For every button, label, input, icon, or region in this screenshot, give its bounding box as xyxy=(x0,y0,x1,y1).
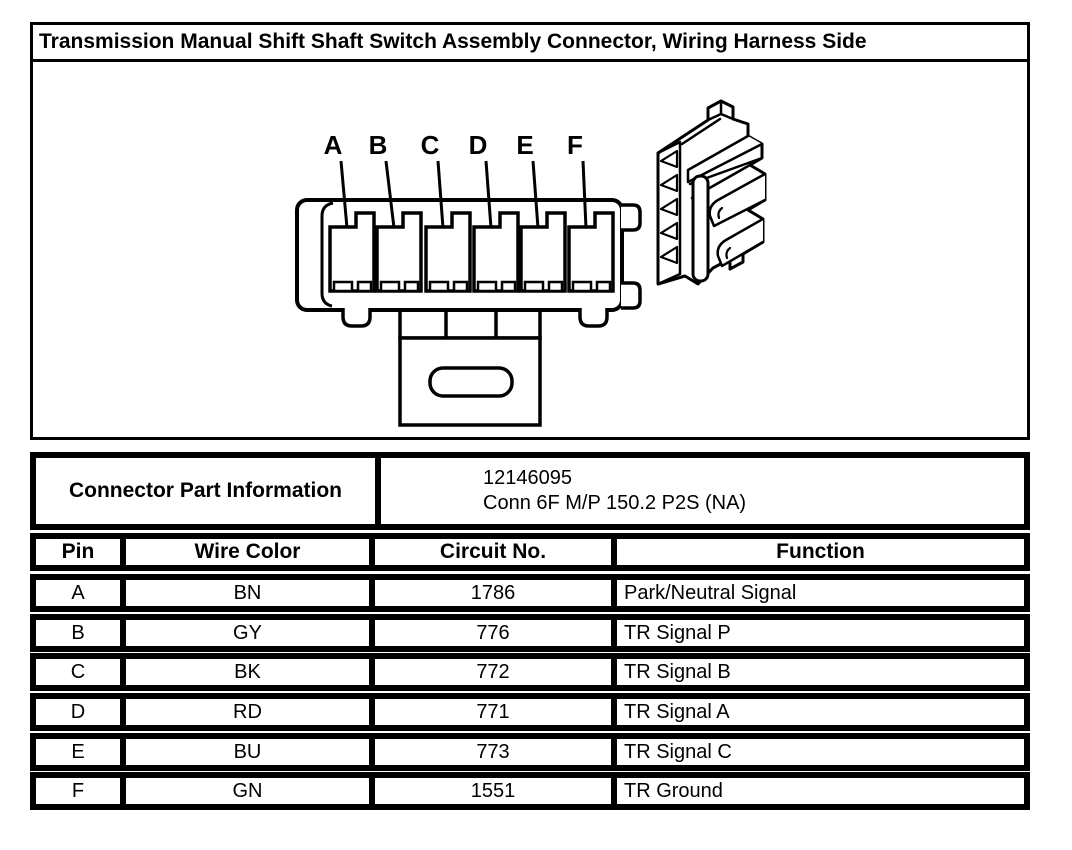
wire-color-cell: BU xyxy=(126,739,375,765)
right-tab-upper xyxy=(621,203,642,232)
table-row-b: B GY 776 TR Signal P xyxy=(30,614,1030,652)
function-cell: TR Signal B xyxy=(624,661,731,683)
connector-inner-wall xyxy=(320,201,334,308)
part-number: 12146095 xyxy=(483,467,572,489)
header-pin: Pin xyxy=(36,539,126,565)
part-info-value: 12146095 Conn 6F M/P 150.2 P2S (NA) xyxy=(381,458,1024,524)
bottom-tab-left xyxy=(341,308,372,328)
header-function: Function xyxy=(776,540,865,563)
pin-label-b: B xyxy=(369,130,388,160)
wire-color-cell: RD xyxy=(126,699,375,725)
circuit-no-cell: 1786 xyxy=(375,580,617,606)
page-title: Transmission Manual Shift Shaft Switch A… xyxy=(30,22,1030,62)
pin-cavity-a xyxy=(328,211,376,293)
part-info-row: Connector Part Information 12146095 Conn… xyxy=(30,452,1030,530)
table-row-d: D RD 771 TR Signal A xyxy=(30,693,1030,731)
function-cell: Park/Neutral Signal xyxy=(624,582,797,604)
bottom-tab-right xyxy=(578,308,609,328)
pin-cell: F xyxy=(36,778,126,804)
latch-slot xyxy=(428,366,514,398)
circuit-no-cell: 773 xyxy=(375,739,617,765)
wire-color-cell: GY xyxy=(126,620,375,646)
pin-label-e: E xyxy=(516,130,533,160)
header-wire-color: Wire Color xyxy=(126,539,375,565)
function-cell: TR Signal A xyxy=(624,701,730,723)
wire-color-cell: BK xyxy=(126,659,375,685)
pin-cell: A xyxy=(36,580,126,606)
right-tab-lower xyxy=(621,281,642,310)
circuit-no-cell: 1551 xyxy=(375,778,617,804)
wire-color-cell: GN xyxy=(126,778,375,804)
circuit-no-cell: 771 xyxy=(375,699,617,725)
connector-isometric-view xyxy=(656,99,767,286)
header-circuit-no: Circuit No. xyxy=(375,539,617,565)
table-row-a: A BN 1786 Park/Neutral Signal xyxy=(30,574,1030,612)
table-header-row: Pin Wire Color Circuit No. Function xyxy=(30,533,1030,571)
pin-label-a: A xyxy=(324,130,343,160)
circuit-no-cell: 772 xyxy=(375,659,617,685)
function-cell: TR Signal P xyxy=(624,622,731,644)
pin-cavity-c xyxy=(424,211,472,293)
pin-label-f: F xyxy=(567,130,583,160)
pin-leader-lines xyxy=(339,160,588,229)
pin-cell: D xyxy=(36,699,126,725)
pin-cavities xyxy=(328,211,615,293)
pin-label-c: C xyxy=(421,130,440,160)
part-info-label: Connector Part Information xyxy=(36,458,381,524)
pin-cavity-f xyxy=(567,211,615,293)
function-cell: TR Signal C xyxy=(624,741,732,763)
function-cell: TR Ground xyxy=(624,780,723,802)
part-description: Conn 6F M/P 150.2 P2S (NA) xyxy=(483,492,747,514)
connector-diagram-panel: A B C D E F xyxy=(30,62,1030,440)
pin-cavity-d xyxy=(472,211,520,293)
pin-cavity-e xyxy=(519,211,567,293)
pin-cell: B xyxy=(36,620,126,646)
table-row-f: F GN 1551 TR Ground xyxy=(30,772,1030,810)
latch-strip xyxy=(398,310,542,340)
circuit-no-cell: 776 xyxy=(375,620,617,646)
pin-cell: E xyxy=(36,739,126,765)
connector-diagram: A B C D E F xyxy=(295,99,767,427)
pin-labels: A B C D E F xyxy=(324,130,583,160)
table-row-e: E BU 773 TR Signal C xyxy=(30,733,1030,771)
pin-cavity-b xyxy=(375,211,423,293)
cavity-wedges xyxy=(659,149,679,265)
table-row-c: C BK 772 TR Signal B xyxy=(30,653,1030,691)
wire-color-cell: BN xyxy=(126,580,375,606)
latch-strip-divider xyxy=(444,310,498,338)
connector-front-view: A B C D E F xyxy=(295,130,642,427)
pin-label-d: D xyxy=(469,130,488,160)
pin-cell: C xyxy=(36,659,126,685)
